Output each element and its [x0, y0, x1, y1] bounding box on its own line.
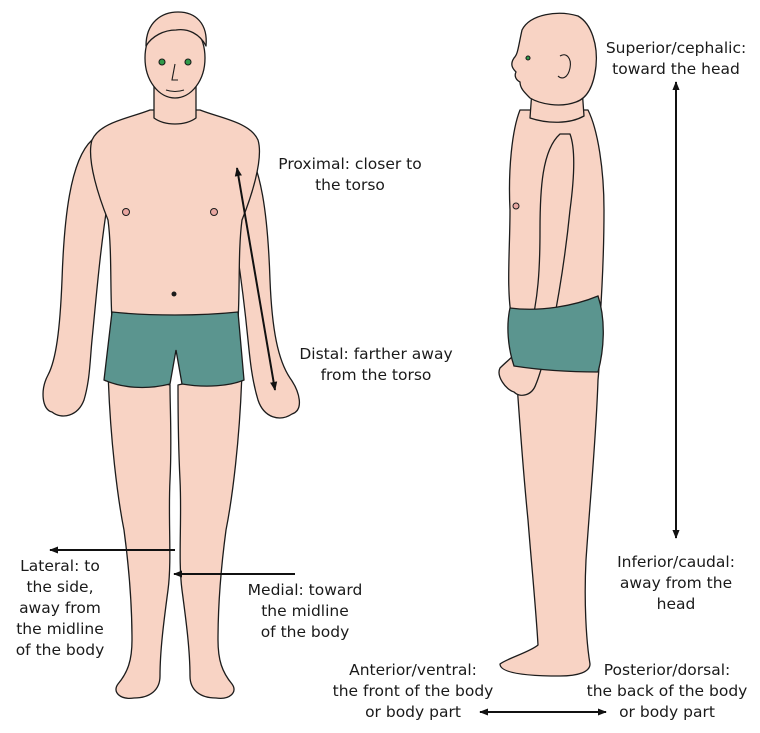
anterior-label: Anterior/ventral: the front of the body …	[322, 660, 504, 723]
front-right-leg	[177, 369, 243, 699]
front-left-nipple	[122, 208, 130, 216]
posterior-line-1: Posterior/dorsal:	[603, 661, 731, 679]
front-right-eye	[184, 58, 192, 66]
posterior-line-3: or body part	[619, 703, 715, 721]
distal-label: Distal: farther away from the torso	[286, 344, 466, 386]
side-leg	[499, 334, 601, 677]
inferior-line-2: away from the	[619, 574, 733, 592]
distal-line-2: from the torso	[320, 366, 432, 384]
superior-line-1: Superior/cephalic:	[605, 39, 747, 57]
proximal-line-1: Proximal: closer to	[278, 155, 422, 173]
front-hair	[145, 11, 207, 47]
medial-line-3: of the body	[260, 623, 350, 641]
anterior-line-1: Anterior/ventral:	[349, 661, 477, 679]
posterior-label: Posterior/dorsal: the back of the body o…	[574, 660, 760, 723]
side-shorts	[507, 295, 604, 373]
medial-line-2: the midline	[261, 602, 349, 620]
lateral-line-2: the side,	[26, 578, 94, 596]
proximal-distal-arrow	[234, 167, 278, 391]
side-ear	[557, 54, 571, 79]
posterior-line-2: the back of the body	[586, 682, 748, 700]
anterior-line-3: or body part	[365, 703, 461, 721]
side-arm	[498, 133, 575, 396]
side-body-figure	[498, 12, 605, 677]
lateral-line-4: the midline	[16, 620, 104, 638]
inferior-line-1: Inferior/caudal:	[617, 553, 735, 571]
superior-label: Superior/cephalic: toward the head	[594, 38, 758, 80]
front-right-nipple	[210, 208, 218, 216]
lateral-line-1: Lateral: to	[20, 557, 100, 575]
front-left-eye	[158, 58, 166, 66]
front-left-leg	[107, 369, 172, 699]
inferior-label: Inferior/caudal: away from the head	[600, 552, 752, 615]
anterior-line-2: the front of the body	[332, 682, 494, 700]
side-head	[511, 12, 598, 106]
front-navel	[171, 291, 177, 297]
distal-line-1: Distal: farther away	[299, 345, 453, 363]
front-face	[158, 58, 192, 93]
side-eye	[525, 55, 531, 61]
front-nose	[171, 63, 178, 81]
side-face	[525, 54, 571, 79]
front-left-arm	[42, 139, 109, 417]
proximal-label: Proximal: closer to the torso	[262, 154, 438, 196]
lateral-label: Lateral: to the side, away from the midl…	[0, 556, 120, 661]
lateral-line-5: of the body	[15, 641, 105, 659]
front-shorts	[103, 311, 245, 389]
medial-label: Medial: toward the midline of the body	[230, 580, 380, 643]
front-mouth	[165, 89, 185, 93]
medial-line-1: Medial: toward	[247, 581, 363, 599]
superior-line-2: toward the head	[612, 60, 740, 78]
front-torso	[89, 109, 261, 321]
lateral-line-3: away from	[19, 599, 101, 617]
proximal-line-2: the torso	[315, 176, 385, 194]
side-nipple	[512, 202, 520, 210]
inferior-line-3: head	[656, 595, 696, 613]
